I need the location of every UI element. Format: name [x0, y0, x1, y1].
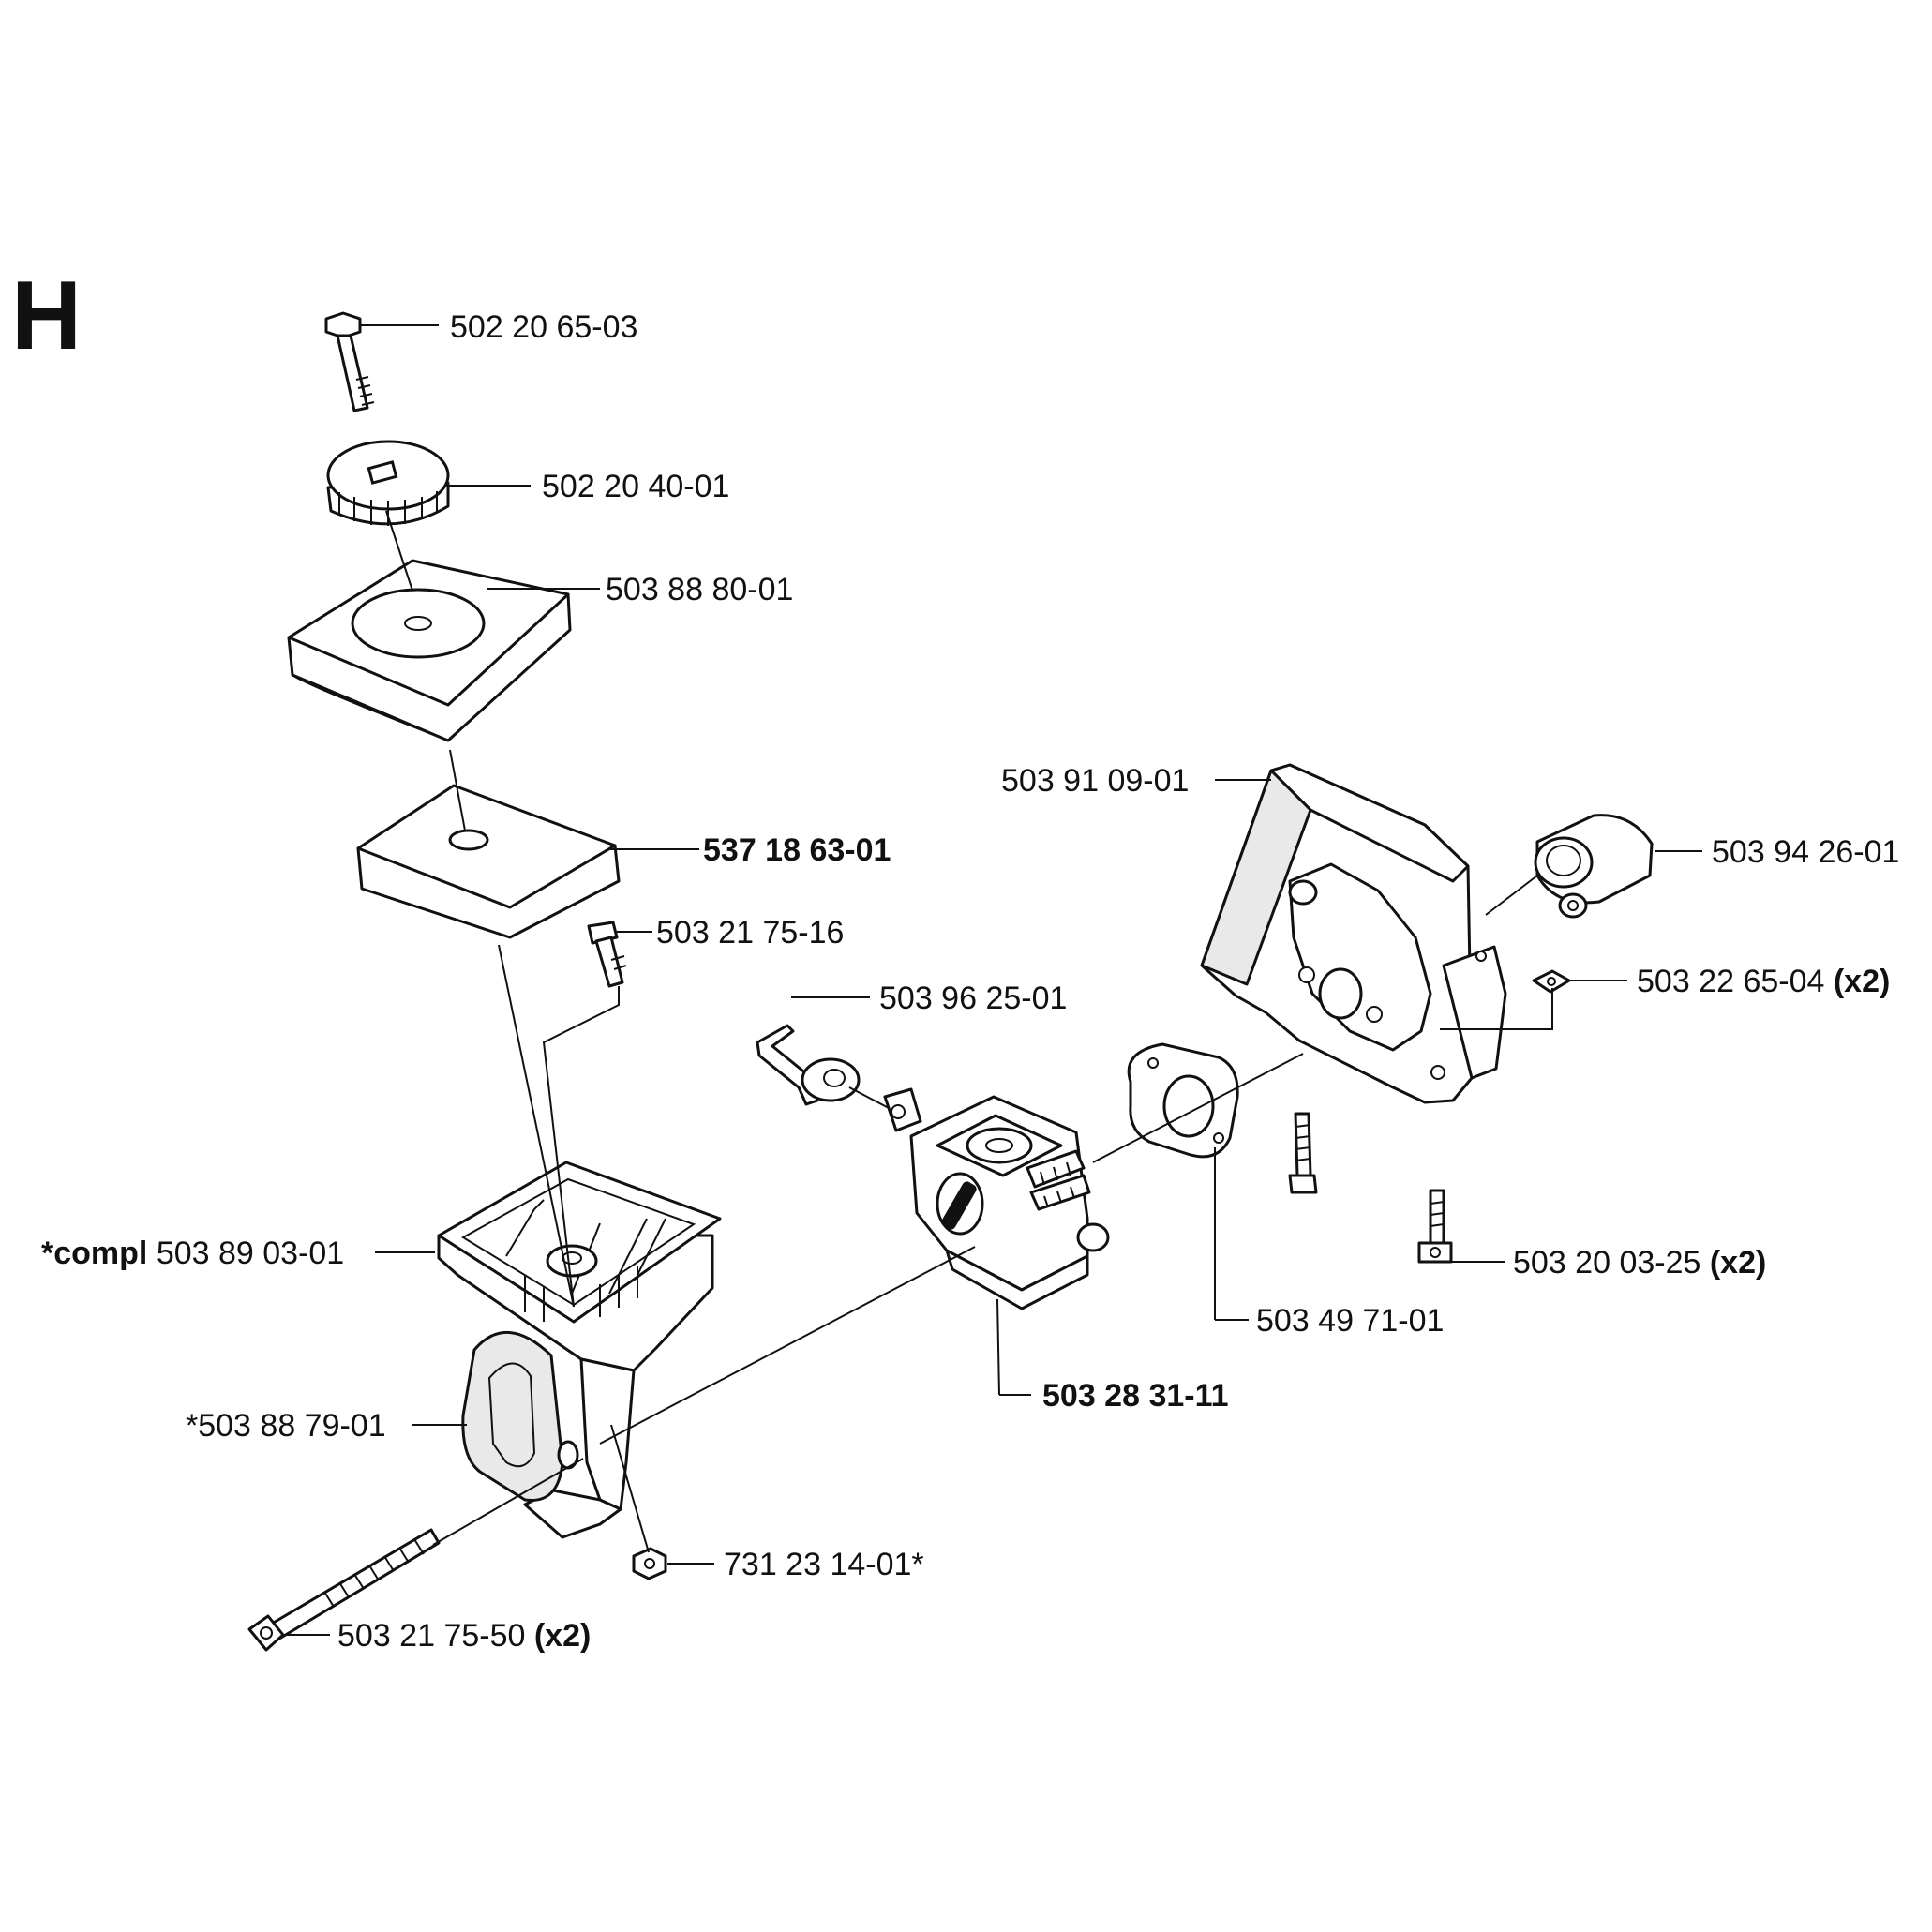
long-bolt-icon — [247, 1528, 441, 1652]
callout-filter-housing-prefix: *compl — [41, 1236, 147, 1271]
filter-cover-icon — [287, 559, 572, 742]
callout-filter-housing-number: 503 89 03-01 — [157, 1236, 344, 1271]
assembly-lines — [385, 510, 1538, 1553]
callout-choke-lever: 503 96 25-01 — [879, 981, 1067, 1016]
callout-nut: 731 23 14-01* — [724, 1547, 924, 1582]
small-screw-icon — [587, 921, 627, 988]
callout-air-filter: 537 18 63-01 — [703, 832, 891, 868]
callout-square-nut-qty: (x2) — [1834, 964, 1890, 999]
callout-holder-screw-number: 503 20 03-25 — [1513, 1245, 1700, 1281]
callout-small-screw: 503 21 75-16 — [656, 915, 844, 951]
callout-long-bolt-number: 503 21 75-50 — [337, 1618, 525, 1654]
callout-filter-housing: *compl 503 89 03-01 — [41, 1236, 344, 1271]
section-letter: H — [11, 262, 82, 370]
choke-lever-icon — [756, 1024, 861, 1106]
callout-holder-screw: 503 20 03-25 (x2) — [1513, 1245, 1766, 1281]
nut-icon — [632, 1547, 667, 1580]
carburetor-icon — [883, 1087, 1110, 1310]
filter-housing-icon — [437, 1161, 722, 1539]
throttle-sleeve-icon — [1534, 814, 1654, 919]
callout-gasket: 503 49 71-01 — [1256, 1303, 1444, 1339]
callout-long-bolt-qty: (x2) — [534, 1618, 591, 1654]
callout-bolt-top: 502 20 65-03 — [450, 309, 637, 345]
air-filter-icon — [356, 784, 621, 939]
callout-throttle-sleeve: 503 94 26-01 — [1712, 834, 1899, 870]
bolt-top-icon — [324, 311, 375, 412]
callout-holder-screw-qty: (x2) — [1710, 1245, 1766, 1281]
callout-square-nut: 503 22 65-04 (x2) — [1637, 964, 1890, 999]
holder-screw-icon — [1288, 1112, 1453, 1264]
callout-filter-cover: 503 88 80-01 — [606, 572, 793, 607]
trigger-pad-icon — [461, 1330, 579, 1502]
callout-long-bolt: 503 21 75-50 (x2) — [337, 1618, 591, 1654]
callout-knob: 502 20 40-01 — [542, 469, 729, 504]
gasket-icon — [1127, 1042, 1239, 1159]
callout-trigger-pad: *503 88 79-01 — [186, 1408, 386, 1444]
carb-holder-icon — [1200, 763, 1507, 1104]
callout-leaders — [283, 324, 1702, 1636]
knob-icon — [326, 440, 450, 526]
callout-square-nut-number: 503 22 65-04 — [1637, 964, 1824, 999]
callout-carb-holder: 503 91 09-01 — [1001, 763, 1189, 799]
callout-carburetor: 503 28 31-11 — [1042, 1378, 1229, 1414]
